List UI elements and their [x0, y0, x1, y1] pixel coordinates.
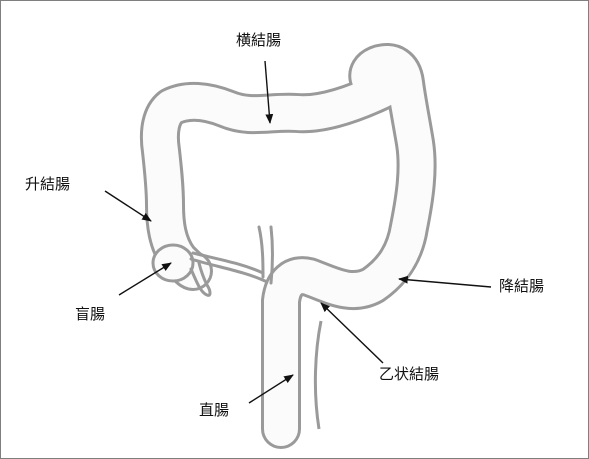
rectum-arrow: [248, 374, 294, 404]
ileum-tube: [189, 251, 267, 283]
ascending-arrow: [104, 190, 152, 222]
appendix: [189, 261, 212, 297]
transverse-arrow: [264, 60, 274, 124]
rectum-label: 直腸: [199, 401, 230, 419]
descending-arrow: [398, 275, 492, 288]
cecum-arrow: [118, 262, 172, 296]
rectum-outline: [313, 320, 323, 430]
sigmoid-arrow: [320, 302, 384, 364]
sigmoid-colon-label: 乙状結腸: [379, 365, 440, 383]
transverse-colon-label: 横結腸: [236, 31, 282, 49]
colon-core: [142, 46, 434, 446]
upper-tube-stub: [257, 225, 274, 285]
cecum-label: 盲腸: [75, 305, 106, 323]
ascending-colon-label: 升結腸: [25, 175, 71, 193]
large-intestine-illustration: [139, 43, 437, 449]
cecum-pouch: [151, 243, 195, 283]
descending-colon-label: 降結腸: [499, 277, 545, 295]
